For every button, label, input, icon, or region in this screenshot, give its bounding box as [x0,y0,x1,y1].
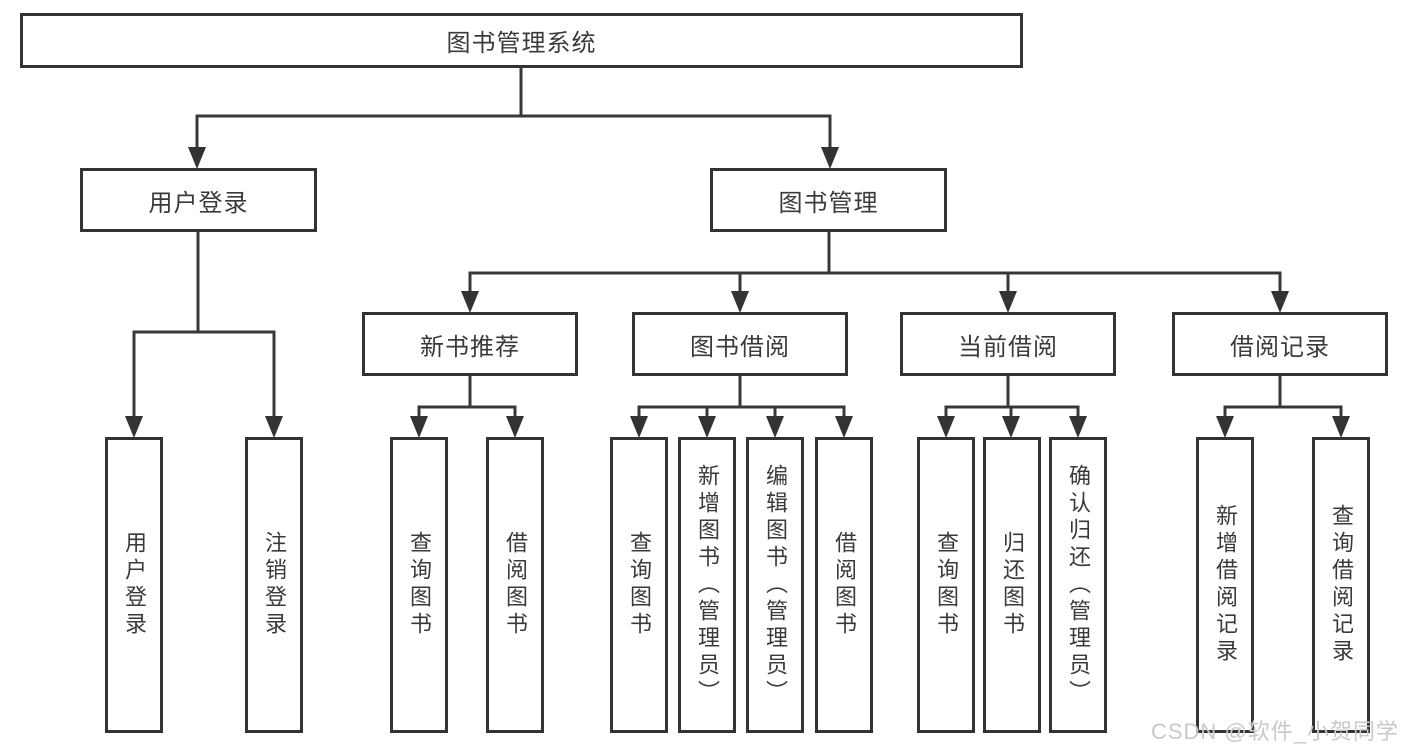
leaf-query-books-current: 查询图书 [917,437,975,733]
node-label: 图书借阅 [690,333,790,361]
node-label: 新书推荐 [420,333,520,361]
leaf-label: 用户登录 [122,531,147,639]
csdn-watermark: CSDN @软件_小贺同学 [1150,719,1399,744]
node-book-borrow: 图书借阅 [632,312,848,376]
leaf-label: 查询借阅记录 [1329,504,1354,666]
leaf-edit-books-admin: 编辑图书（管理员） [746,437,804,733]
node-label: 用户登录 [148,189,249,217]
leaf-label: 确认归还（管理员） [1066,463,1091,707]
leaf-label: 编辑图书（管理员） [763,463,788,707]
leaf-label: 借阅图书 [832,531,857,639]
leaf-borrow-books: 借阅图书 [815,437,873,733]
leaf-label: 归还图书 [1000,531,1025,639]
node-new-book-recommend: 新书推荐 [362,312,578,376]
leaf-label: 借阅图书 [503,531,528,639]
leaf-label: 新增图书（管理员） [695,463,720,707]
node-borrow-records: 借阅记录 [1172,312,1388,376]
leaf-label: 查询图书 [934,531,959,639]
node-user-login: 用户登录 [80,168,317,232]
leaf-query-books-recommend: 查询图书 [390,437,448,733]
leaf-return-books: 归还图书 [983,437,1041,733]
node-label: 当前借阅 [958,333,1058,361]
node-label: 图书管理系统 [446,30,597,57]
node-book-management: 图书管理 [710,168,947,232]
node-current-borrow: 当前借阅 [900,312,1116,376]
leaf-borrow-books-recommend: 借阅图书 [486,437,544,733]
arrowheads [125,147,1350,438]
leaf-logout: 注销登录 [245,437,303,733]
leaf-add-books-admin: 新增图书（管理员） [678,437,736,733]
node-root-library-system: 图书管理系统 [20,13,1023,68]
node-label: 图书管理 [778,189,879,217]
leaf-label: 查询图书 [407,531,432,639]
leaf-query-borrow-record: 查询借阅记录 [1312,437,1370,733]
node-label: 借阅记录 [1230,333,1330,361]
leaf-add-borrow-record: 新增借阅记录 [1196,437,1254,733]
leaf-label: 新增借阅记录 [1213,504,1238,666]
leaf-label: 查询图书 [627,531,652,639]
leaf-user-login: 用户登录 [105,437,163,733]
leaf-query-books-borrow: 查询图书 [610,437,668,733]
leaf-label: 注销登录 [262,531,287,639]
leaf-confirm-return-admin: 确认归还（管理员） [1049,437,1107,733]
